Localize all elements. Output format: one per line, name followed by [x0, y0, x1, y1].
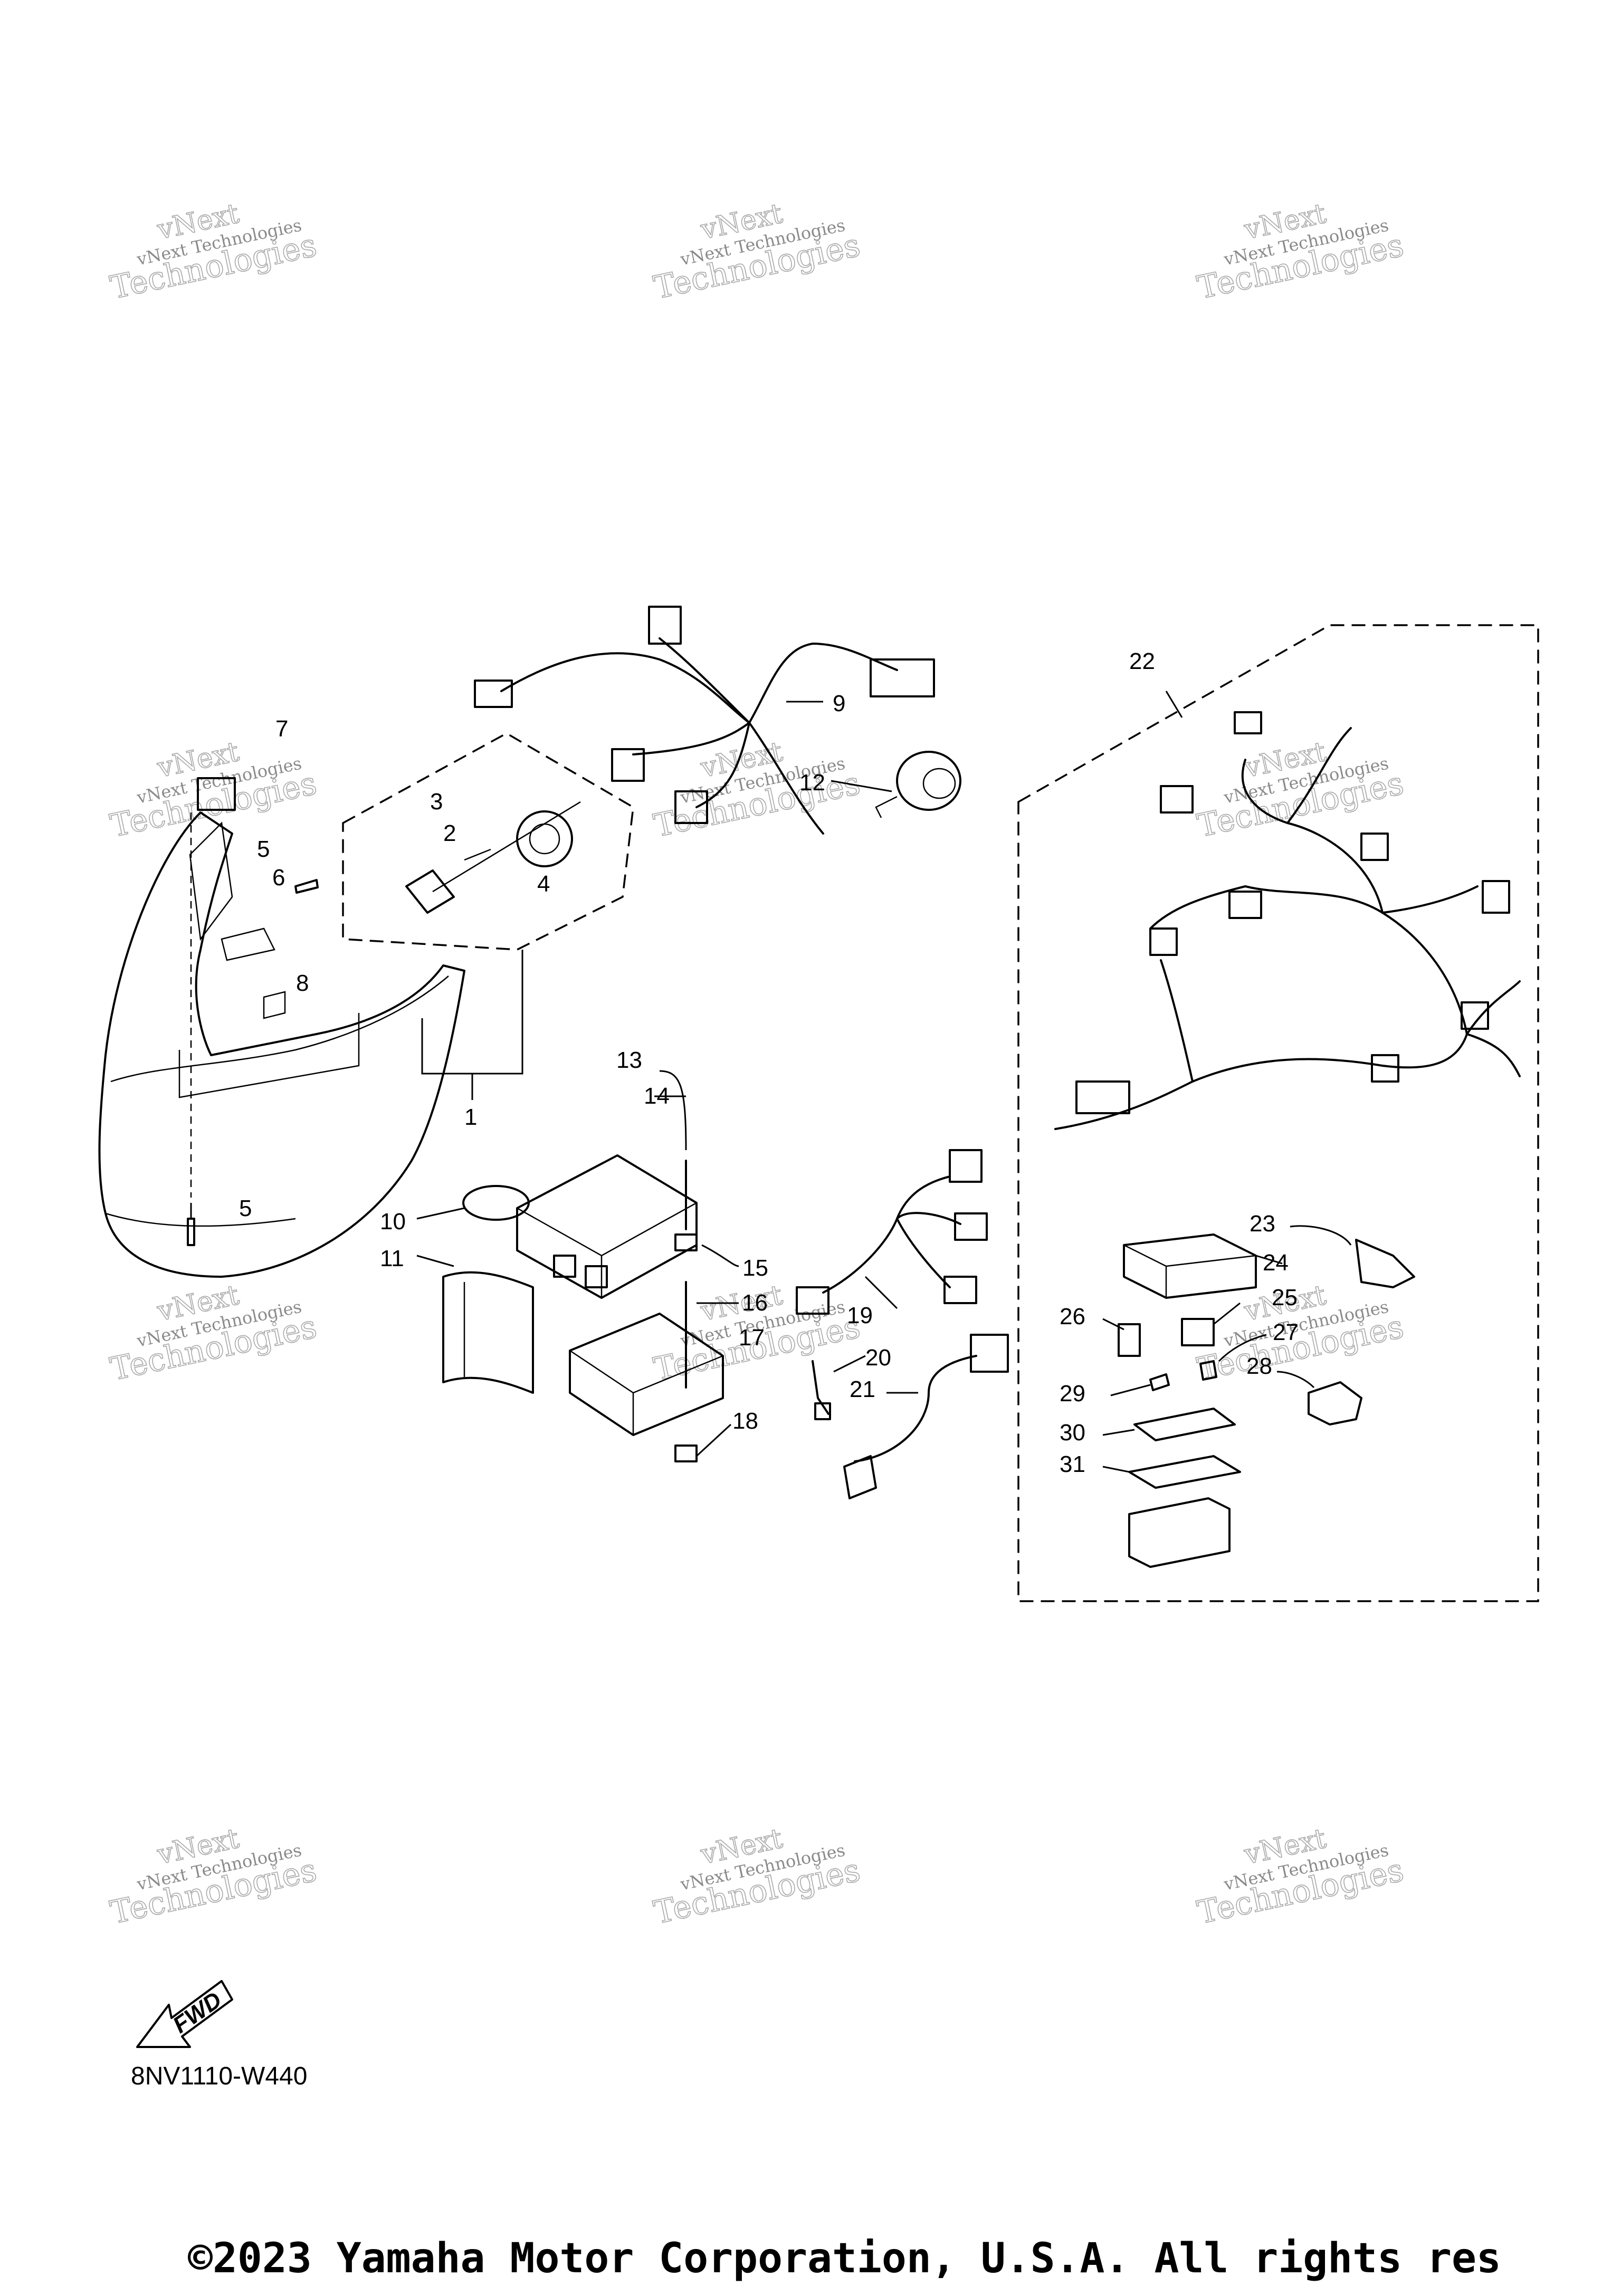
- callout-8: 8: [296, 970, 309, 996]
- bulb-assembly: [342, 732, 634, 1100]
- band-10: [416, 1185, 530, 1221]
- relay-28: [1308, 1381, 1362, 1426]
- callout-21: 21: [850, 1376, 875, 1402]
- relay-25: [1181, 1318, 1215, 1346]
- cover-11: [416, 1255, 534, 1394]
- clip-3: [464, 848, 491, 861]
- callout-22: 22: [1129, 648, 1155, 674]
- connector: [674, 790, 708, 824]
- callout-5-lower: 5: [239, 1195, 252, 1221]
- callout-15: 15: [742, 1255, 768, 1281]
- callouts: 1 2 3 4 5 5 6 7 8 9 10 11 12 13 14 15 16…: [239, 648, 1299, 1477]
- fuse-27: [1199, 1360, 1217, 1381]
- callout-12: 12: [799, 770, 825, 796]
- bracket-7: [197, 777, 236, 811]
- callout-30: 30: [1060, 1420, 1085, 1446]
- connector: [474, 680, 513, 708]
- fwd-label: FWD: [168, 1987, 226, 2039]
- callout-2: 2: [443, 820, 456, 846]
- fuse-box-31: [1128, 1497, 1231, 1568]
- relay-26: [1118, 1323, 1141, 1357]
- connector: [870, 658, 935, 697]
- socket-4: [516, 810, 573, 867]
- main-harness-22: [1017, 624, 1539, 1602]
- screw-5-upper: [294, 879, 319, 894]
- connector: [648, 606, 682, 645]
- fuse-label-30: [1133, 1408, 1236, 1441]
- callout-4: 4: [537, 871, 550, 897]
- collar-18: [674, 1444, 698, 1462]
- clip-6: [221, 927, 275, 961]
- watermark-group: vNext vNext Technologies Technologies vN…: [107, 197, 1407, 1932]
- callout-5: 5: [257, 836, 270, 862]
- relays-fuses: [1102, 1225, 1415, 1568]
- relay-24: [1123, 1233, 1257, 1299]
- callout-14: 14: [644, 1083, 670, 1109]
- callout-20: 20: [865, 1345, 891, 1371]
- callout-17: 17: [739, 1325, 765, 1351]
- horn-12: [831, 751, 961, 818]
- callout-7: 7: [275, 716, 288, 742]
- copyright-notice: ©2023 Yamaha Motor Corporation, U.S.A. A…: [188, 2235, 1501, 2282]
- coupler-23: [1355, 1239, 1415, 1288]
- callout-18: 18: [732, 1408, 758, 1434]
- wire-21: [843, 1334, 1009, 1499]
- callout-19: 19: [847, 1303, 873, 1328]
- callout-11: 11: [380, 1246, 404, 1271]
- callout-10: 10: [380, 1209, 406, 1235]
- battery-box-17: [569, 1281, 739, 1462]
- callout-1: 1: [464, 1104, 477, 1130]
- callout-27: 27: [1273, 1319, 1299, 1345]
- callout-23: 23: [1250, 1211, 1275, 1237]
- fwd-arrow-icon: FWD: [136, 1980, 233, 2048]
- callout-25: 25: [1272, 1285, 1298, 1310]
- sub-harness-9: [474, 606, 935, 835]
- callout-6: 6: [272, 865, 285, 891]
- callout-24: 24: [1263, 1250, 1289, 1276]
- callout-3: 3: [430, 789, 443, 815]
- diagram-code: 8NV1110-W440: [131, 2062, 308, 2090]
- wire-19: [796, 1149, 988, 1315]
- clip-8: [263, 991, 286, 1019]
- cover-31-top: [1128, 1455, 1241, 1489]
- wire-20: [812, 1355, 866, 1420]
- connector: [611, 748, 645, 782]
- headlight-assembly: [98, 777, 465, 1278]
- bulb-2: [405, 869, 455, 914]
- fuse-29: [1149, 1373, 1170, 1391]
- callout-29: 29: [1060, 1381, 1085, 1407]
- callout-26: 26: [1060, 1304, 1085, 1329]
- callout-16: 16: [742, 1290, 768, 1316]
- screw-5-lower: [187, 1218, 195, 1246]
- callout-9: 9: [833, 691, 845, 716]
- ecu-14: [516, 1070, 739, 1299]
- damper-15: [674, 1233, 698, 1251]
- callout-13: 13: [616, 1047, 642, 1073]
- callout-28: 28: [1246, 1353, 1272, 1379]
- callout-31: 31: [1060, 1451, 1085, 1477]
- fuse-holder: [1075, 1080, 1130, 1114]
